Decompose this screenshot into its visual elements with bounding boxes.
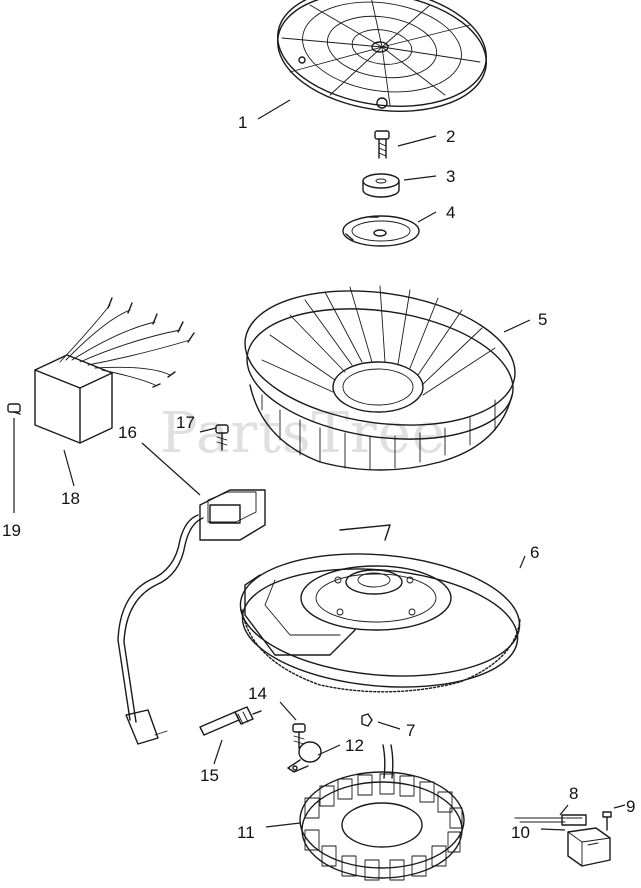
part-19-screw	[7, 403, 21, 415]
callout-15: 15	[200, 766, 219, 785]
part-6-flywheel	[239, 524, 521, 693]
callout-6: 6	[530, 543, 539, 562]
callout-17: 17	[176, 413, 195, 432]
callout-8: 8	[569, 784, 578, 803]
part-5-fan	[244, 285, 516, 471]
part-15-spark-plug	[199, 706, 262, 736]
part-18-rectifier	[34, 297, 195, 444]
callout-18: 18	[61, 489, 80, 508]
watermark-text: PartsTree	[160, 401, 446, 466]
callout-19: 19	[2, 521, 21, 540]
part-17-screw	[215, 424, 229, 451]
part-11-stator	[299, 744, 465, 881]
part-4-retainer	[342, 215, 420, 247]
part-10-regulator	[567, 827, 611, 867]
callout-3: 3	[446, 167, 455, 186]
callout-11: 11	[237, 823, 255, 842]
part-16-ignition-module	[117, 489, 266, 745]
callout-1: 1	[238, 113, 247, 132]
callout-2: 2	[446, 127, 455, 146]
callout-7: 7	[406, 721, 415, 740]
part-9-screw	[602, 811, 612, 831]
part-3-washer	[362, 173, 400, 198]
part-1-grille	[277, 0, 487, 112]
callout-4: 4	[446, 203, 455, 222]
part-7-key	[361, 713, 373, 727]
leader-lines	[13, 99, 626, 831]
callout-14: 14	[248, 684, 267, 703]
part-14-screw	[292, 723, 306, 749]
callout-numbers: 1 2 3 4 5 6 7 8 9 10 11 12 14 15 16 17 1…	[2, 113, 635, 842]
part-2-bolt	[374, 130, 390, 159]
callout-5: 5	[538, 310, 547, 329]
part-12-clamp	[287, 741, 322, 773]
part-8-connector	[514, 814, 587, 826]
callout-10: 10	[511, 823, 530, 842]
callout-16: 16	[118, 423, 137, 442]
callout-12: 12	[345, 736, 364, 755]
callout-9: 9	[626, 797, 635, 816]
